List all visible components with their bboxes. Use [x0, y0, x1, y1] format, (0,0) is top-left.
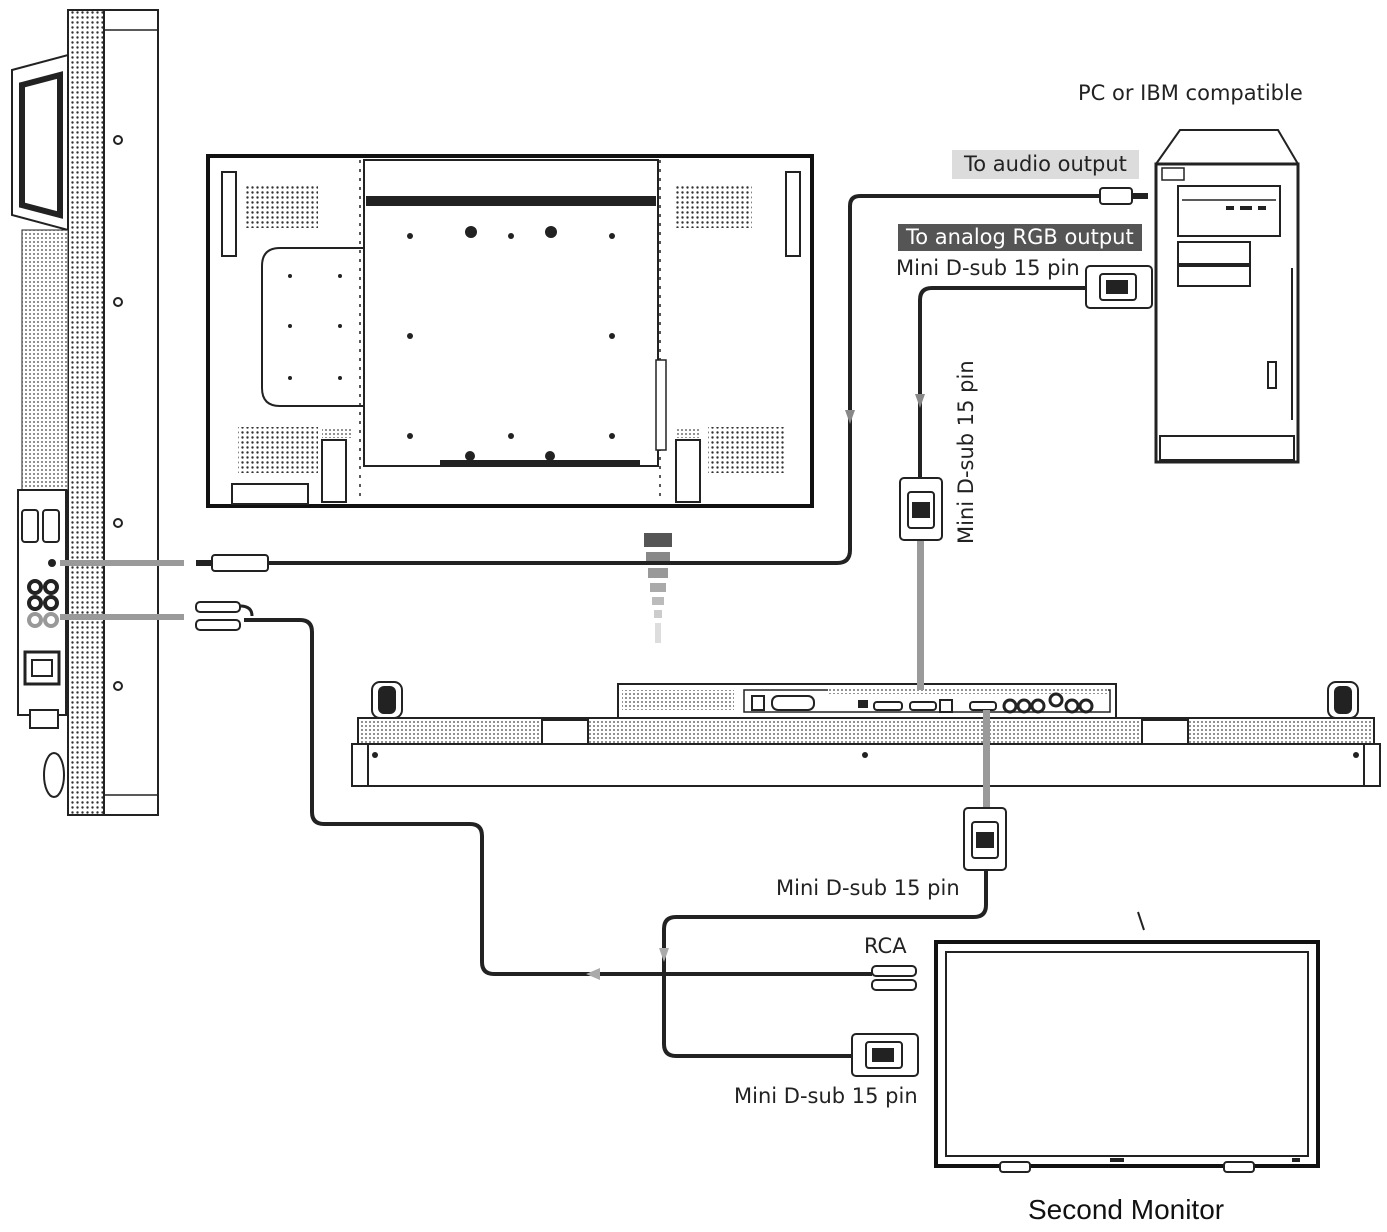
audio-cable — [60, 187, 1148, 572]
dsub-vertical-label: Mini D-sub 15 pin — [954, 360, 978, 544]
display-bottom-view — [351, 681, 1381, 787]
dsub-loop-out-label: Mini D-sub 15 pin — [776, 876, 960, 900]
analog-rgb-output-label: To analog RGB output — [898, 224, 1142, 251]
pc-label: PC or IBM compatible — [1078, 81, 1303, 105]
second-monitor — [934, 911, 1320, 1173]
display-rear-view — [206, 154, 814, 508]
audio-output-label: To audio output — [952, 150, 1139, 179]
vga-input-cable — [899, 265, 1153, 690]
rca-label: RCA — [864, 934, 907, 958]
second-monitor-label: Second Monitor — [1028, 1194, 1225, 1225]
view-indicator — [644, 533, 672, 643]
dsub-pc-label: Mini D-sub 15 pin — [896, 256, 1080, 280]
dsub-second-monitor-label: Mini D-sub 15 pin — [734, 1084, 918, 1108]
rca-cable — [60, 601, 917, 991]
pc-tower — [1154, 129, 1300, 464]
display-side-view — [11, 9, 159, 816]
vga-output-cable — [659, 710, 1007, 1077]
